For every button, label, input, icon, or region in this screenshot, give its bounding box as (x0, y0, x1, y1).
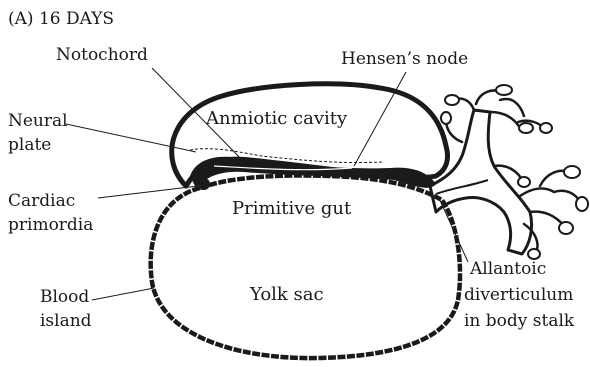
label-blood-island-line2: island (40, 311, 92, 331)
label-amniotic-cavity: Anmiotic cavity (205, 108, 348, 129)
leader-allantoic (438, 196, 468, 262)
label-cardiac-line1: Cardiac (8, 191, 75, 211)
leader-blood-island (92, 288, 154, 300)
allantoic-diverticulum (436, 180, 488, 194)
label-neural-plate-line2: plate (8, 135, 51, 155)
label-allantoic-line1: Allantoic (469, 259, 546, 279)
label-yolk-sac: Yolk sac (249, 284, 324, 305)
label-notochord: Notochord (56, 45, 148, 65)
label-allantoic-line2: diverticulum (464, 285, 573, 305)
leader-cardiac-primordia (98, 186, 198, 198)
panel-label: (A) 16 DAYS (8, 9, 114, 29)
label-blood-island-line1: Blood (40, 287, 89, 307)
cardiac-primordia (198, 178, 210, 190)
label-primitive-gut: Primitive gut (232, 198, 352, 219)
label-allantoic-line3: in body stalk (464, 311, 575, 331)
label-cardiac-line2: primordia (8, 215, 93, 235)
label-neural-plate-line1: Neural (8, 111, 68, 131)
label-hensens-node: Hensen’s node (341, 49, 468, 69)
